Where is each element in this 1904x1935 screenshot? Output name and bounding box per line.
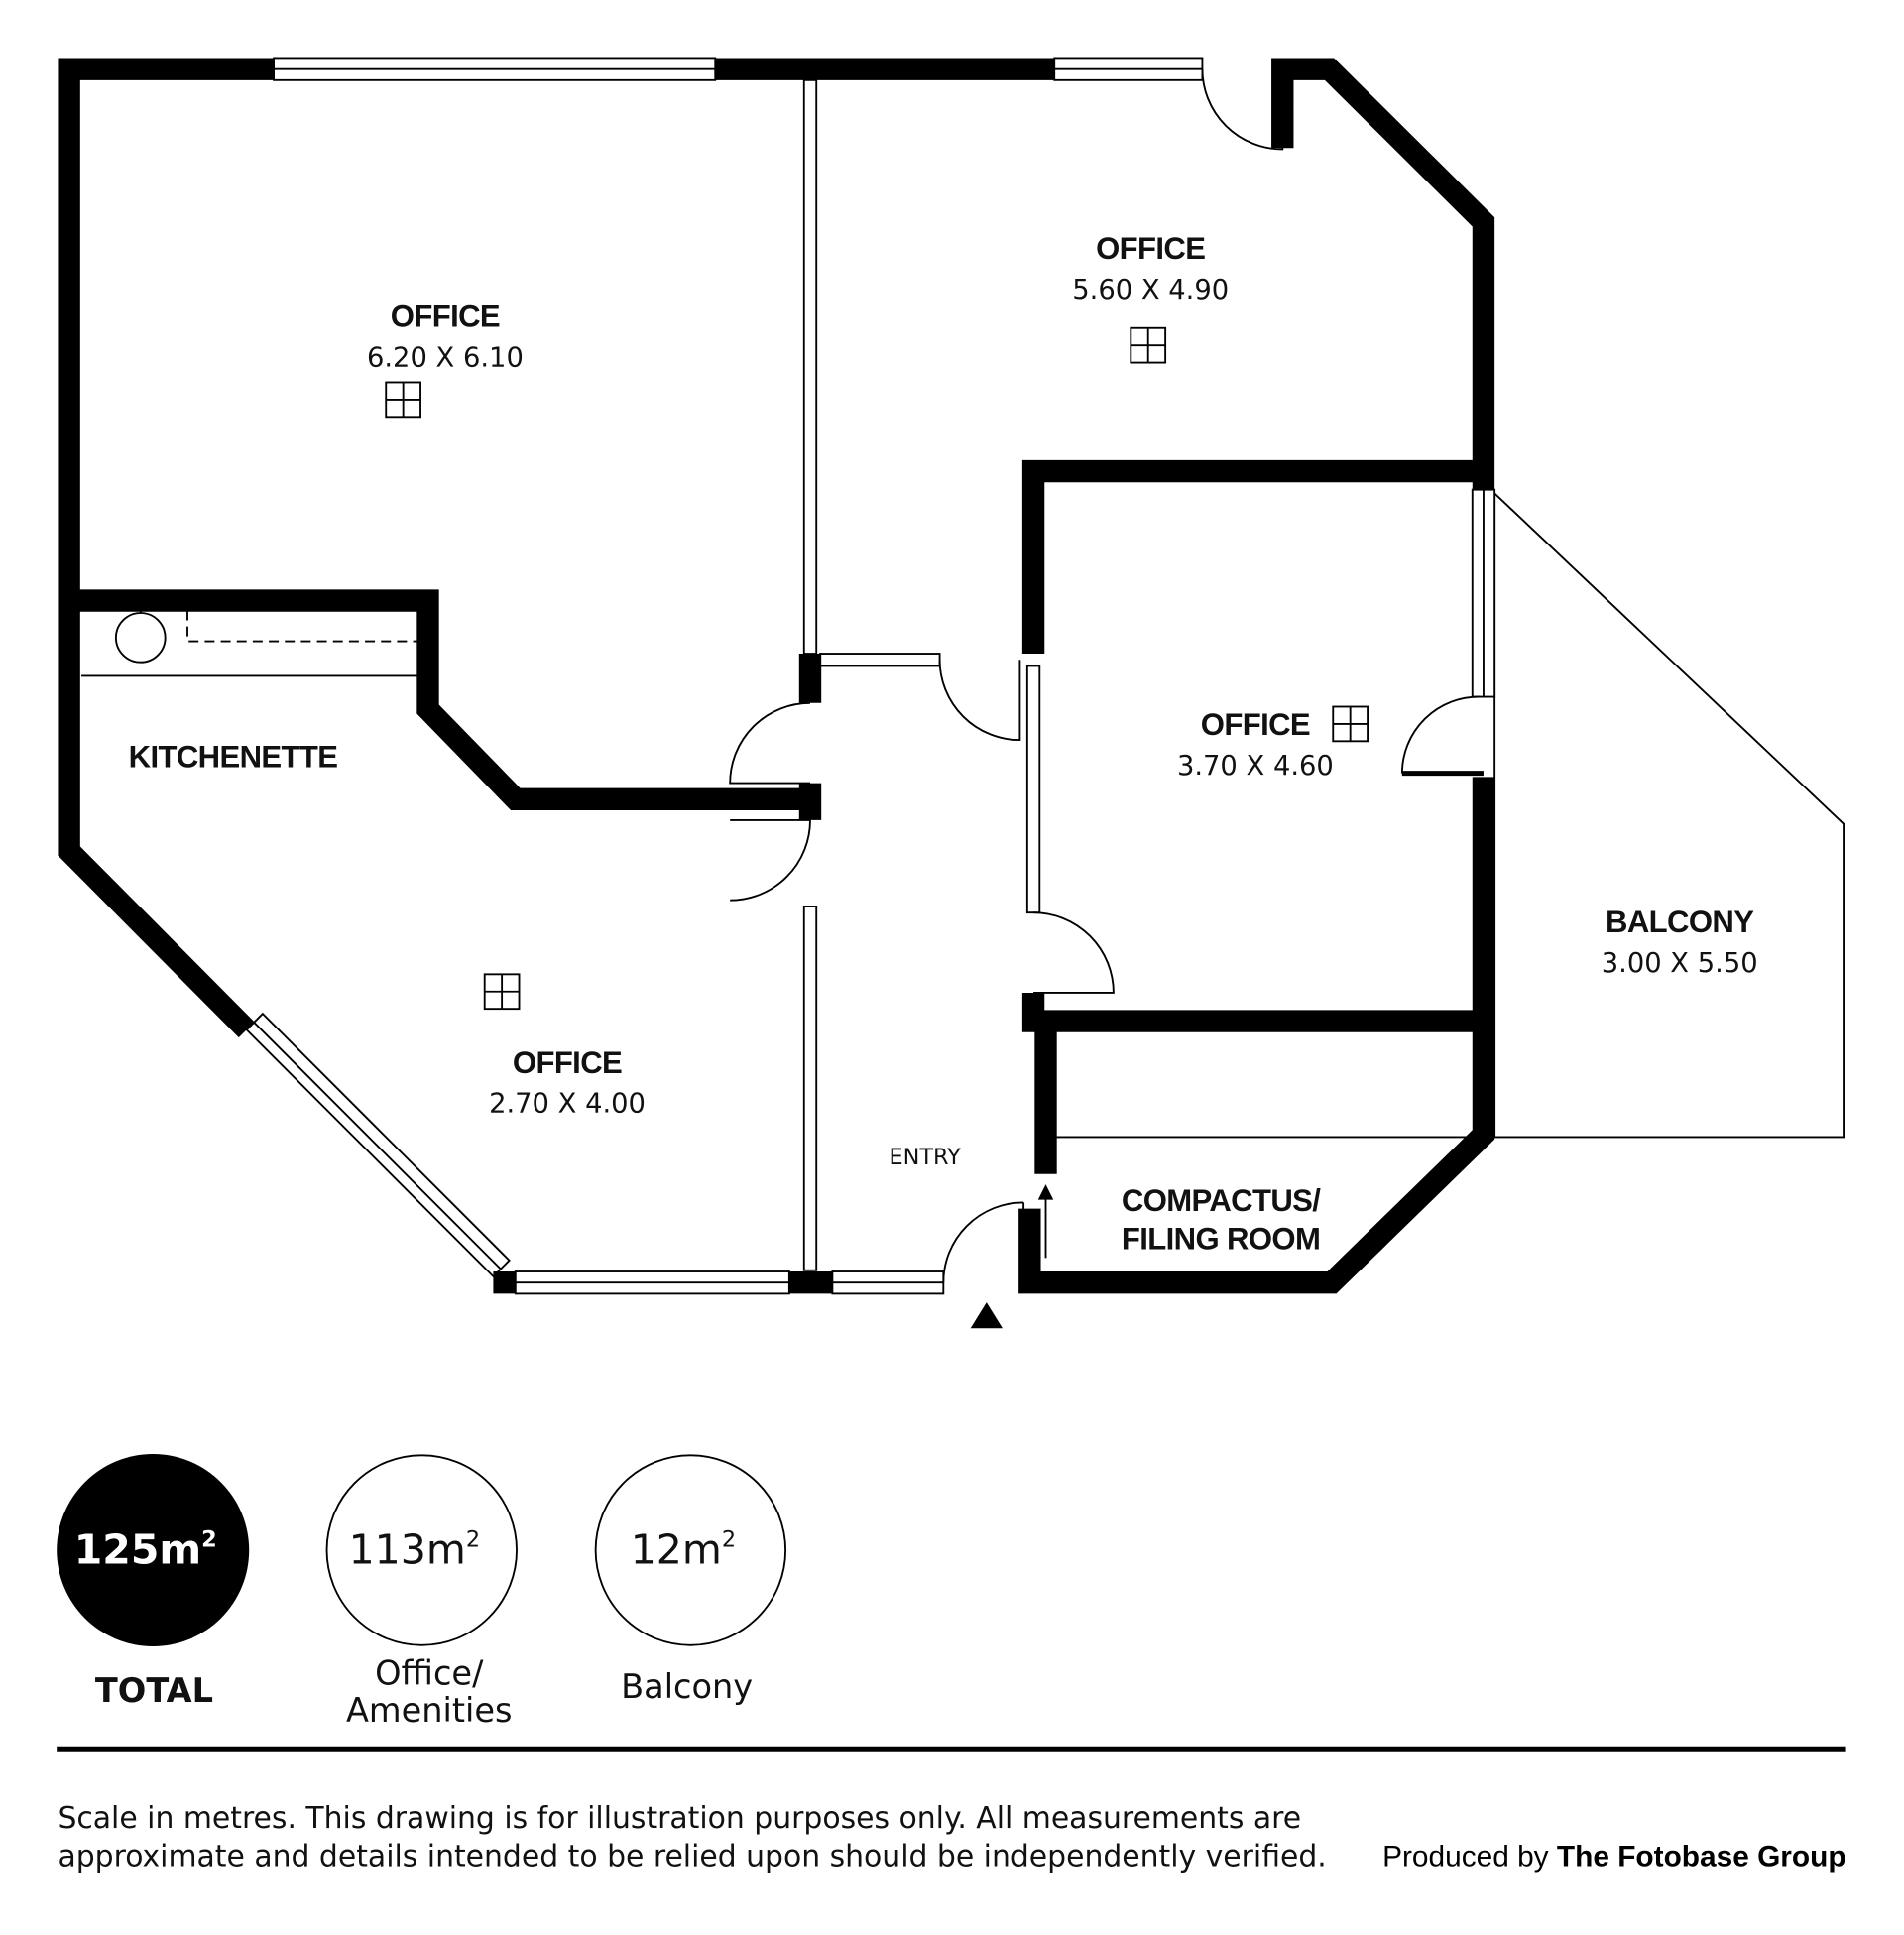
sink-icon <box>114 612 167 664</box>
room-label: BALCONY <box>1606 905 1754 939</box>
room-size: 5.60 X 4.90 <box>1072 275 1229 305</box>
room-label: KITCHENETTE <box>129 739 338 774</box>
room-size: 3.70 X 4.60 <box>1177 751 1334 782</box>
room-label: ENTRY <box>889 1145 961 1170</box>
office-area: 113m2 <box>349 1526 481 1574</box>
room-label: COMPACTUS/ <box>1122 1183 1321 1218</box>
total-area: 125m2 <box>74 1526 217 1574</box>
skylight-icons <box>385 326 1368 1011</box>
total-area-circle <box>57 1454 250 1647</box>
balcony-area-circle <box>594 1454 787 1646</box>
doors <box>729 68 1481 1283</box>
room-size: 2.70 X 4.00 <box>489 1089 646 1120</box>
disclaimer: approximate and details intended to be r… <box>58 1839 1326 1874</box>
room-size: 6.20 X 6.10 <box>367 342 524 373</box>
office-area-label: Amenities <box>346 1691 513 1730</box>
room-label: OFFICE <box>1201 707 1310 742</box>
disclaimer: Scale in metres. This drawing is for ill… <box>58 1801 1301 1836</box>
walls <box>58 58 1495 1294</box>
room-size: 3.00 X 5.50 <box>1602 948 1758 979</box>
office-area-label: Office/ <box>375 1654 484 1693</box>
balcony-area-label: Balcony <box>621 1667 753 1706</box>
produced-by: Produced by The Fotobase Group <box>1382 1840 1845 1873</box>
entry-arrow-icon <box>970 1302 1003 1329</box>
kitchen-bench <box>81 604 419 677</box>
room-label: OFFICE <box>1096 231 1205 266</box>
room-label: FILING ROOM <box>1122 1222 1320 1257</box>
balcony-area: 12m2 <box>631 1526 736 1574</box>
office-area-circle <box>325 1454 518 1646</box>
room-label: OFFICE <box>513 1045 622 1080</box>
total-label: TOTAL <box>95 1671 213 1710</box>
room-label: OFFICE <box>391 300 500 334</box>
balcony-outline <box>1493 491 1844 1139</box>
